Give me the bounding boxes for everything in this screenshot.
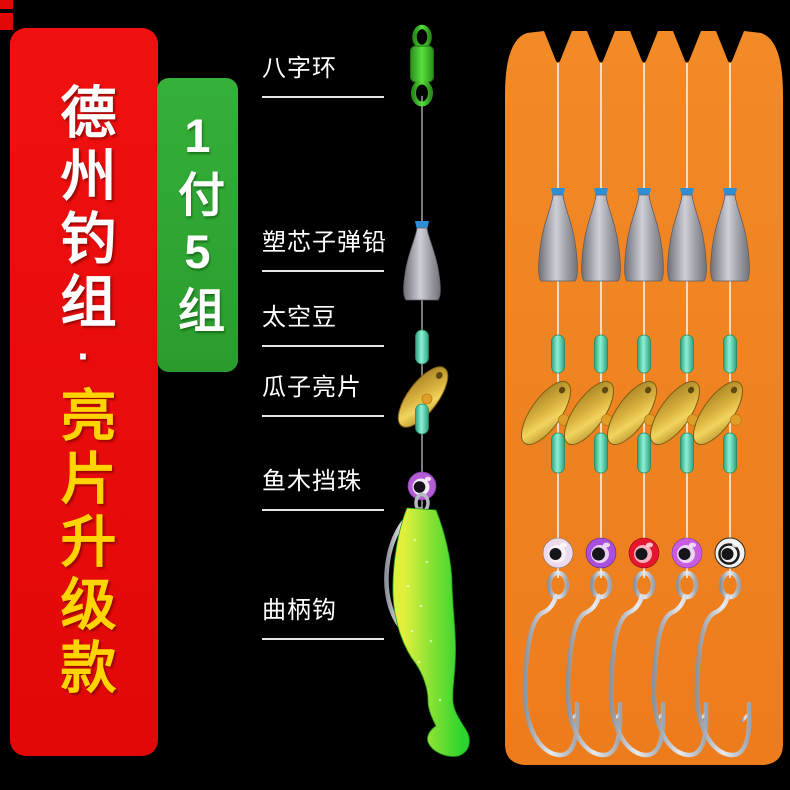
clevis-bead bbox=[730, 414, 742, 426]
eye-bead bbox=[671, 537, 703, 569]
lure-glitter bbox=[406, 538, 442, 702]
space-bean-lower bbox=[415, 403, 429, 435]
rig-4 bbox=[649, 63, 709, 758]
bullet-sinker bbox=[710, 194, 750, 282]
eye-bead bbox=[714, 537, 746, 569]
crank-hook bbox=[651, 593, 709, 758]
crank-hook bbox=[694, 593, 752, 758]
label-stopper-bead: 鱼木挡珠 bbox=[262, 467, 384, 511]
label-bullet-sinker: 塑芯子弹铅 bbox=[262, 228, 386, 272]
promo-banner: 德州钓组·亮片升级款 bbox=[10, 28, 158, 756]
bullet-sinker bbox=[403, 221, 441, 301]
quantity-badge: 1付5组 bbox=[157, 78, 238, 372]
space-bean-lower bbox=[637, 432, 651, 474]
crank-hook bbox=[608, 593, 666, 758]
eye-bead bbox=[628, 537, 660, 569]
spinner-blade bbox=[649, 380, 701, 446]
promo-banner-text: 德州钓组·亮片升级款 bbox=[53, 83, 116, 701]
space-bean-upper bbox=[680, 334, 694, 374]
soft-lure bbox=[392, 507, 470, 757]
figure8-swivel bbox=[410, 24, 434, 107]
banner-corner-decoration bbox=[0, 0, 13, 9]
clevis-bead bbox=[421, 393, 433, 405]
space-bean-upper bbox=[723, 334, 737, 374]
rig-5 bbox=[692, 63, 752, 758]
spinner-blade bbox=[692, 380, 744, 446]
label-crank-hook: 曲柄钩 bbox=[262, 596, 384, 640]
space-bean-lower bbox=[680, 432, 694, 474]
banner-variant-name: 亮片升级款 bbox=[53, 386, 116, 701]
space-bean-lower bbox=[723, 432, 737, 474]
space-bean-upper bbox=[551, 334, 565, 374]
eye-bead bbox=[407, 471, 437, 501]
crank-hook bbox=[522, 593, 580, 758]
label-space-bean: 太空豆 bbox=[262, 303, 384, 347]
rig-1 bbox=[520, 63, 580, 758]
spinner-blade bbox=[606, 380, 658, 446]
space-bean-lower bbox=[551, 432, 565, 474]
rig-2 bbox=[563, 63, 623, 758]
banner-corner-decoration bbox=[0, 13, 13, 30]
space-bean-upper bbox=[637, 334, 651, 374]
space-bean-upper bbox=[594, 334, 608, 374]
label-spinner-blade: 瓜子亮片 bbox=[262, 373, 384, 417]
bullet-sinker bbox=[581, 194, 621, 282]
bullet-sinker bbox=[538, 194, 578, 282]
label-swivel: 八字环 bbox=[262, 54, 384, 98]
quantity-badge-text: 1付5组 bbox=[171, 109, 224, 341]
hook-barb bbox=[740, 712, 750, 723]
eye-bead bbox=[585, 537, 617, 569]
spinner-blade bbox=[563, 380, 615, 446]
crank-hook bbox=[565, 593, 623, 758]
winding-board-group bbox=[505, 31, 783, 765]
eye-bead bbox=[542, 537, 574, 569]
rig-diagram bbox=[384, 24, 470, 757]
spinner-blade bbox=[520, 380, 572, 446]
banner-separator-dot: · bbox=[62, 335, 106, 386]
bullet-sinker bbox=[624, 194, 664, 282]
space-bean-upper bbox=[415, 329, 429, 365]
rig-3 bbox=[606, 63, 666, 758]
space-bean-lower bbox=[594, 432, 608, 474]
banner-series-name: 德州钓组 bbox=[53, 83, 116, 335]
bullet-sinker bbox=[667, 194, 707, 282]
